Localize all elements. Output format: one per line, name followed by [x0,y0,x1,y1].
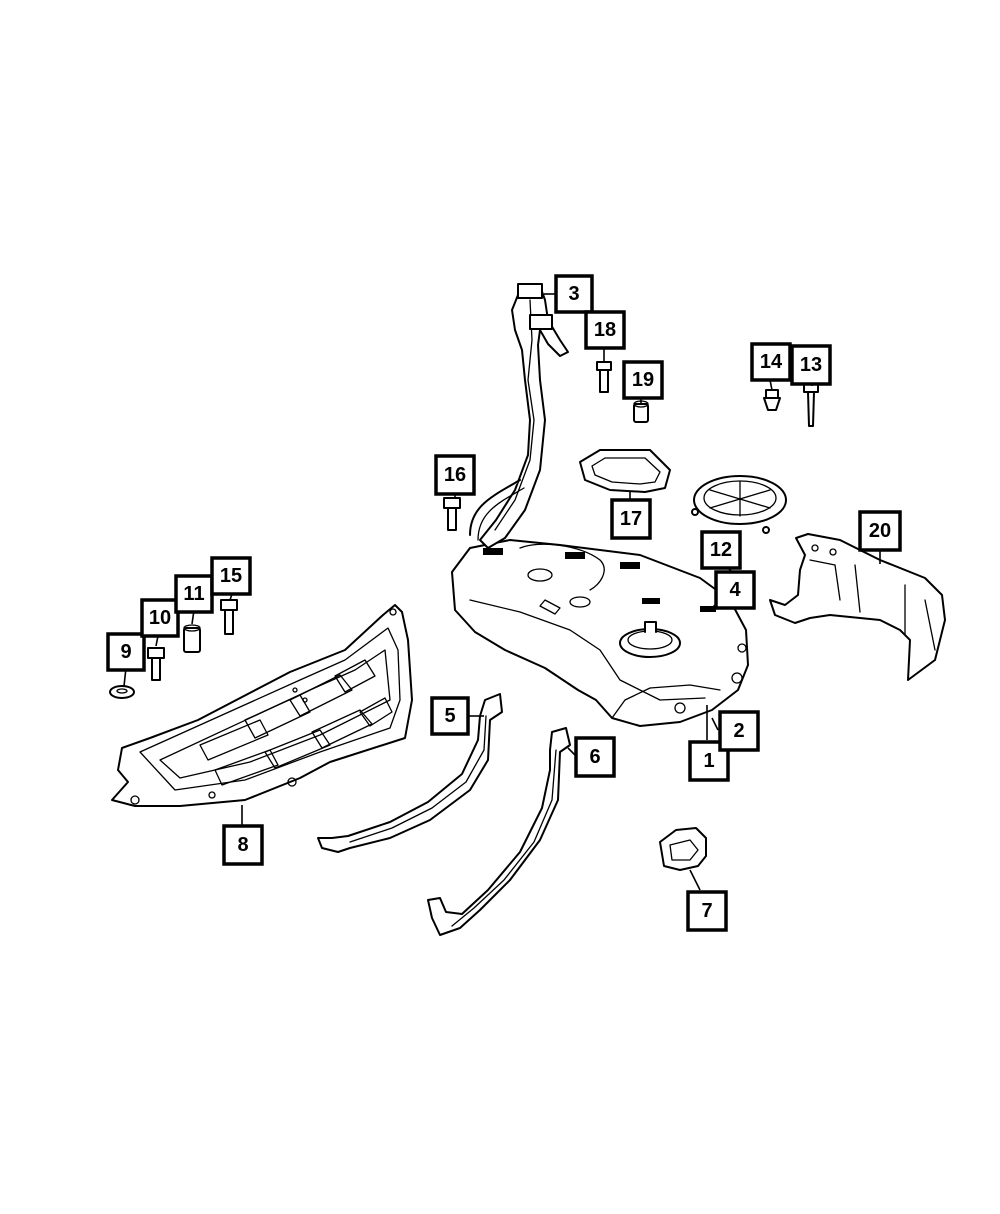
heat-shield-part [769,533,946,681]
nut-19-part [633,400,649,423]
callout-16: 16 [434,454,476,496]
nut-9-part [109,685,135,699]
callout-label: 7 [701,900,712,922]
callout-4: 4 [714,570,756,610]
gasket-part [579,449,671,493]
fuel-pump-lock-ring-part [691,475,787,534]
callout-8: 8 [222,824,264,866]
callout-label: 19 [632,369,654,391]
bolt-15-part [220,599,238,635]
callout-label: 6 [589,746,600,768]
callout-15: 15 [210,556,252,596]
callout-label: 2 [733,720,744,742]
fuel-tank-part [451,539,749,727]
nut-14-part [763,389,781,411]
callout-13: 13 [790,344,832,386]
callout-label: 13 [800,354,822,376]
callout-14: 14 [750,342,792,382]
callout-label: 20 [869,520,891,542]
callout-label: 14 [760,351,783,373]
callout-label: 9 [120,641,131,663]
bolt-18-part [596,361,612,393]
callout-label: 18 [594,319,616,341]
callout-label: 11 [183,583,204,605]
strap-right-part [427,727,571,936]
callout-17: 17 [610,498,652,540]
callout-label: 4 [729,579,741,601]
spacer-11-part [183,624,201,653]
callout-19: 19 [622,360,664,400]
callout-12: 12 [700,530,742,570]
callout-6: 6 [574,736,616,778]
screw-13-part [803,383,819,427]
callout-label: 12 [710,539,732,561]
callout-11: 11 [174,574,214,614]
callout-label: 1 [703,750,714,772]
skid-plate-part [111,604,413,807]
clip-part [659,827,707,871]
callout-3: 3 [554,274,594,314]
callout-18: 18 [584,310,626,350]
bolt-10-part [147,647,165,681]
callout-5: 5 [430,696,470,736]
callout-label: 3 [568,283,579,305]
bolt-16-part [443,497,461,531]
callout-7: 7 [686,890,728,932]
strap-left-part [317,693,503,853]
callout-2: 2 [718,710,760,752]
callout-9: 9 [106,632,146,672]
callout-label: 17 [620,508,642,530]
callout-10: 10 [140,598,180,638]
callout-20: 20 [858,510,902,552]
callout-label: 16 [444,464,466,486]
filler-tube-part [469,283,569,549]
callout-label: 10 [149,607,171,629]
callout-label: 8 [237,834,248,856]
callout-label: 15 [220,565,242,587]
callout-label: 5 [444,705,455,727]
